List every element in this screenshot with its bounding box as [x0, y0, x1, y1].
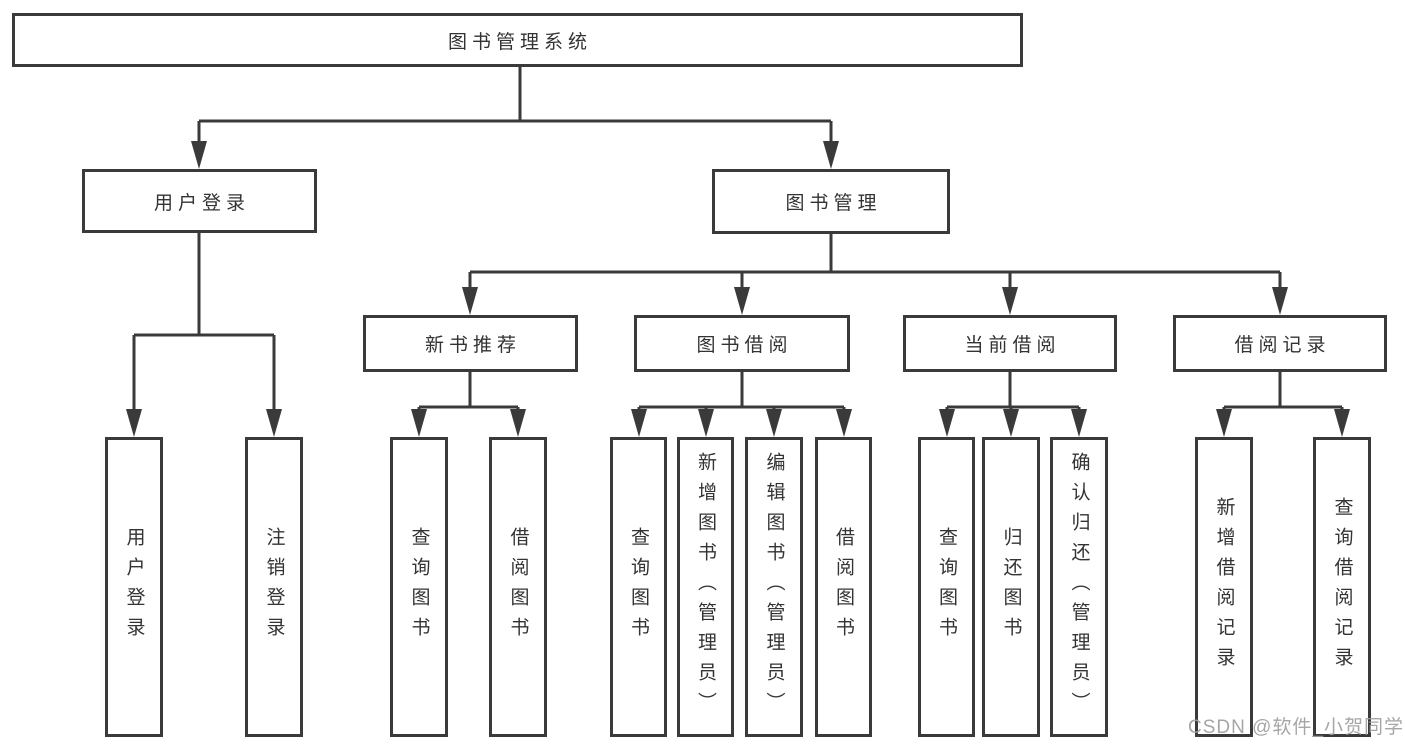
node-user-login: 用户登录	[82, 169, 317, 233]
arrowhead-icon	[411, 409, 427, 437]
arrowhead-icon	[510, 409, 526, 437]
arrowhead-icon	[1003, 409, 1019, 437]
leaf-logout: 注销登录	[245, 437, 303, 737]
leaf-bb-edit-books: 编辑图书（管理员）	[745, 437, 803, 737]
arrowhead-icon	[939, 409, 955, 437]
arrowhead-icon	[191, 141, 207, 169]
leaf-br-query-record: 查询借阅记录	[1313, 437, 1371, 737]
leaf-bb-edit-books-label: 编辑图书（管理员）	[763, 452, 785, 722]
node-user-login-label: 用户登录	[153, 192, 250, 214]
node-current-borrowing-label: 当前借阅	[964, 335, 1061, 356]
arrowhead-icon	[1071, 409, 1087, 437]
node-book-management-label: 图书管理	[785, 193, 882, 214]
leaf-cb-query-books-label: 查询图书	[936, 527, 957, 647]
leaf-bb-query-books-label: 查询图书	[628, 527, 649, 647]
node-root: 图书管理系统	[12, 13, 1023, 67]
watermark: CSDN @软件_小贺同学	[1188, 717, 1404, 738]
leaf-cb-return-books: 归还图书	[982, 437, 1040, 737]
node-current-borrowing: 当前借阅	[903, 315, 1117, 372]
leaf-br-query-record-label: 查询借阅记录	[1331, 497, 1353, 677]
leaf-bb-borrow-books-label: 借阅图书	[833, 527, 854, 647]
arrowhead-icon	[631, 409, 647, 437]
leaf-cb-confirm-return-label: 确认归还（管理员）	[1068, 452, 1090, 722]
arrowhead-icon	[698, 409, 714, 437]
leaf-bb-borrow-books: 借阅图书	[815, 437, 872, 737]
node-new-book-recommend-label: 新书推荐	[424, 335, 521, 356]
arrowhead-icon	[836, 409, 852, 437]
node-book-borrowing: 图书借阅	[634, 315, 850, 372]
leaf-bb-query-books: 查询图书	[610, 437, 667, 737]
leaf-br-add-record: 新增借阅记录	[1195, 437, 1253, 737]
leaf-cb-confirm-return: 确认归还（管理员）	[1050, 437, 1108, 737]
arrowhead-icon	[462, 287, 478, 315]
leaf-nb-borrow-books-label: 借阅图书	[507, 527, 529, 647]
leaf-nb-query-books-label: 查询图书	[408, 527, 430, 647]
arrowhead-icon	[1272, 287, 1288, 315]
arrowheads	[126, 141, 1350, 437]
arrowhead-icon	[126, 409, 142, 437]
leaf-logout-label: 注销登录	[263, 527, 285, 647]
leaf-user-login-label: 用户登录	[123, 527, 145, 647]
leaf-nb-query-books: 查询图书	[390, 437, 448, 737]
node-borrowing-records-label: 借阅记录	[1234, 335, 1331, 356]
arrowhead-icon	[766, 409, 782, 437]
arrowhead-icon	[1216, 409, 1232, 437]
arrowhead-icon	[823, 141, 839, 169]
leaf-bb-add-books: 新增图书（管理员）	[677, 437, 734, 737]
leaf-user-login: 用户登录	[105, 437, 163, 737]
leaf-br-add-record-label: 新增借阅记录	[1213, 497, 1235, 677]
leaf-nb-borrow-books: 借阅图书	[489, 437, 547, 737]
node-book-management: 图书管理	[712, 169, 950, 234]
node-borrowing-records: 借阅记录	[1173, 315, 1387, 372]
arrowhead-icon	[1334, 409, 1350, 437]
leaf-bb-add-books-label: 新增图书（管理员）	[695, 452, 716, 722]
arrowhead-icon	[266, 409, 282, 437]
leaf-cb-return-books-label: 归还图书	[1000, 527, 1022, 647]
arrowhead-icon	[1002, 287, 1018, 315]
node-root-label: 图书管理系统	[447, 31, 592, 53]
node-new-book-recommend: 新书推荐	[363, 315, 578, 372]
leaf-cb-query-books: 查询图书	[918, 437, 975, 737]
arrowhead-icon	[734, 287, 750, 315]
node-book-borrowing-label: 图书借阅	[696, 335, 793, 356]
